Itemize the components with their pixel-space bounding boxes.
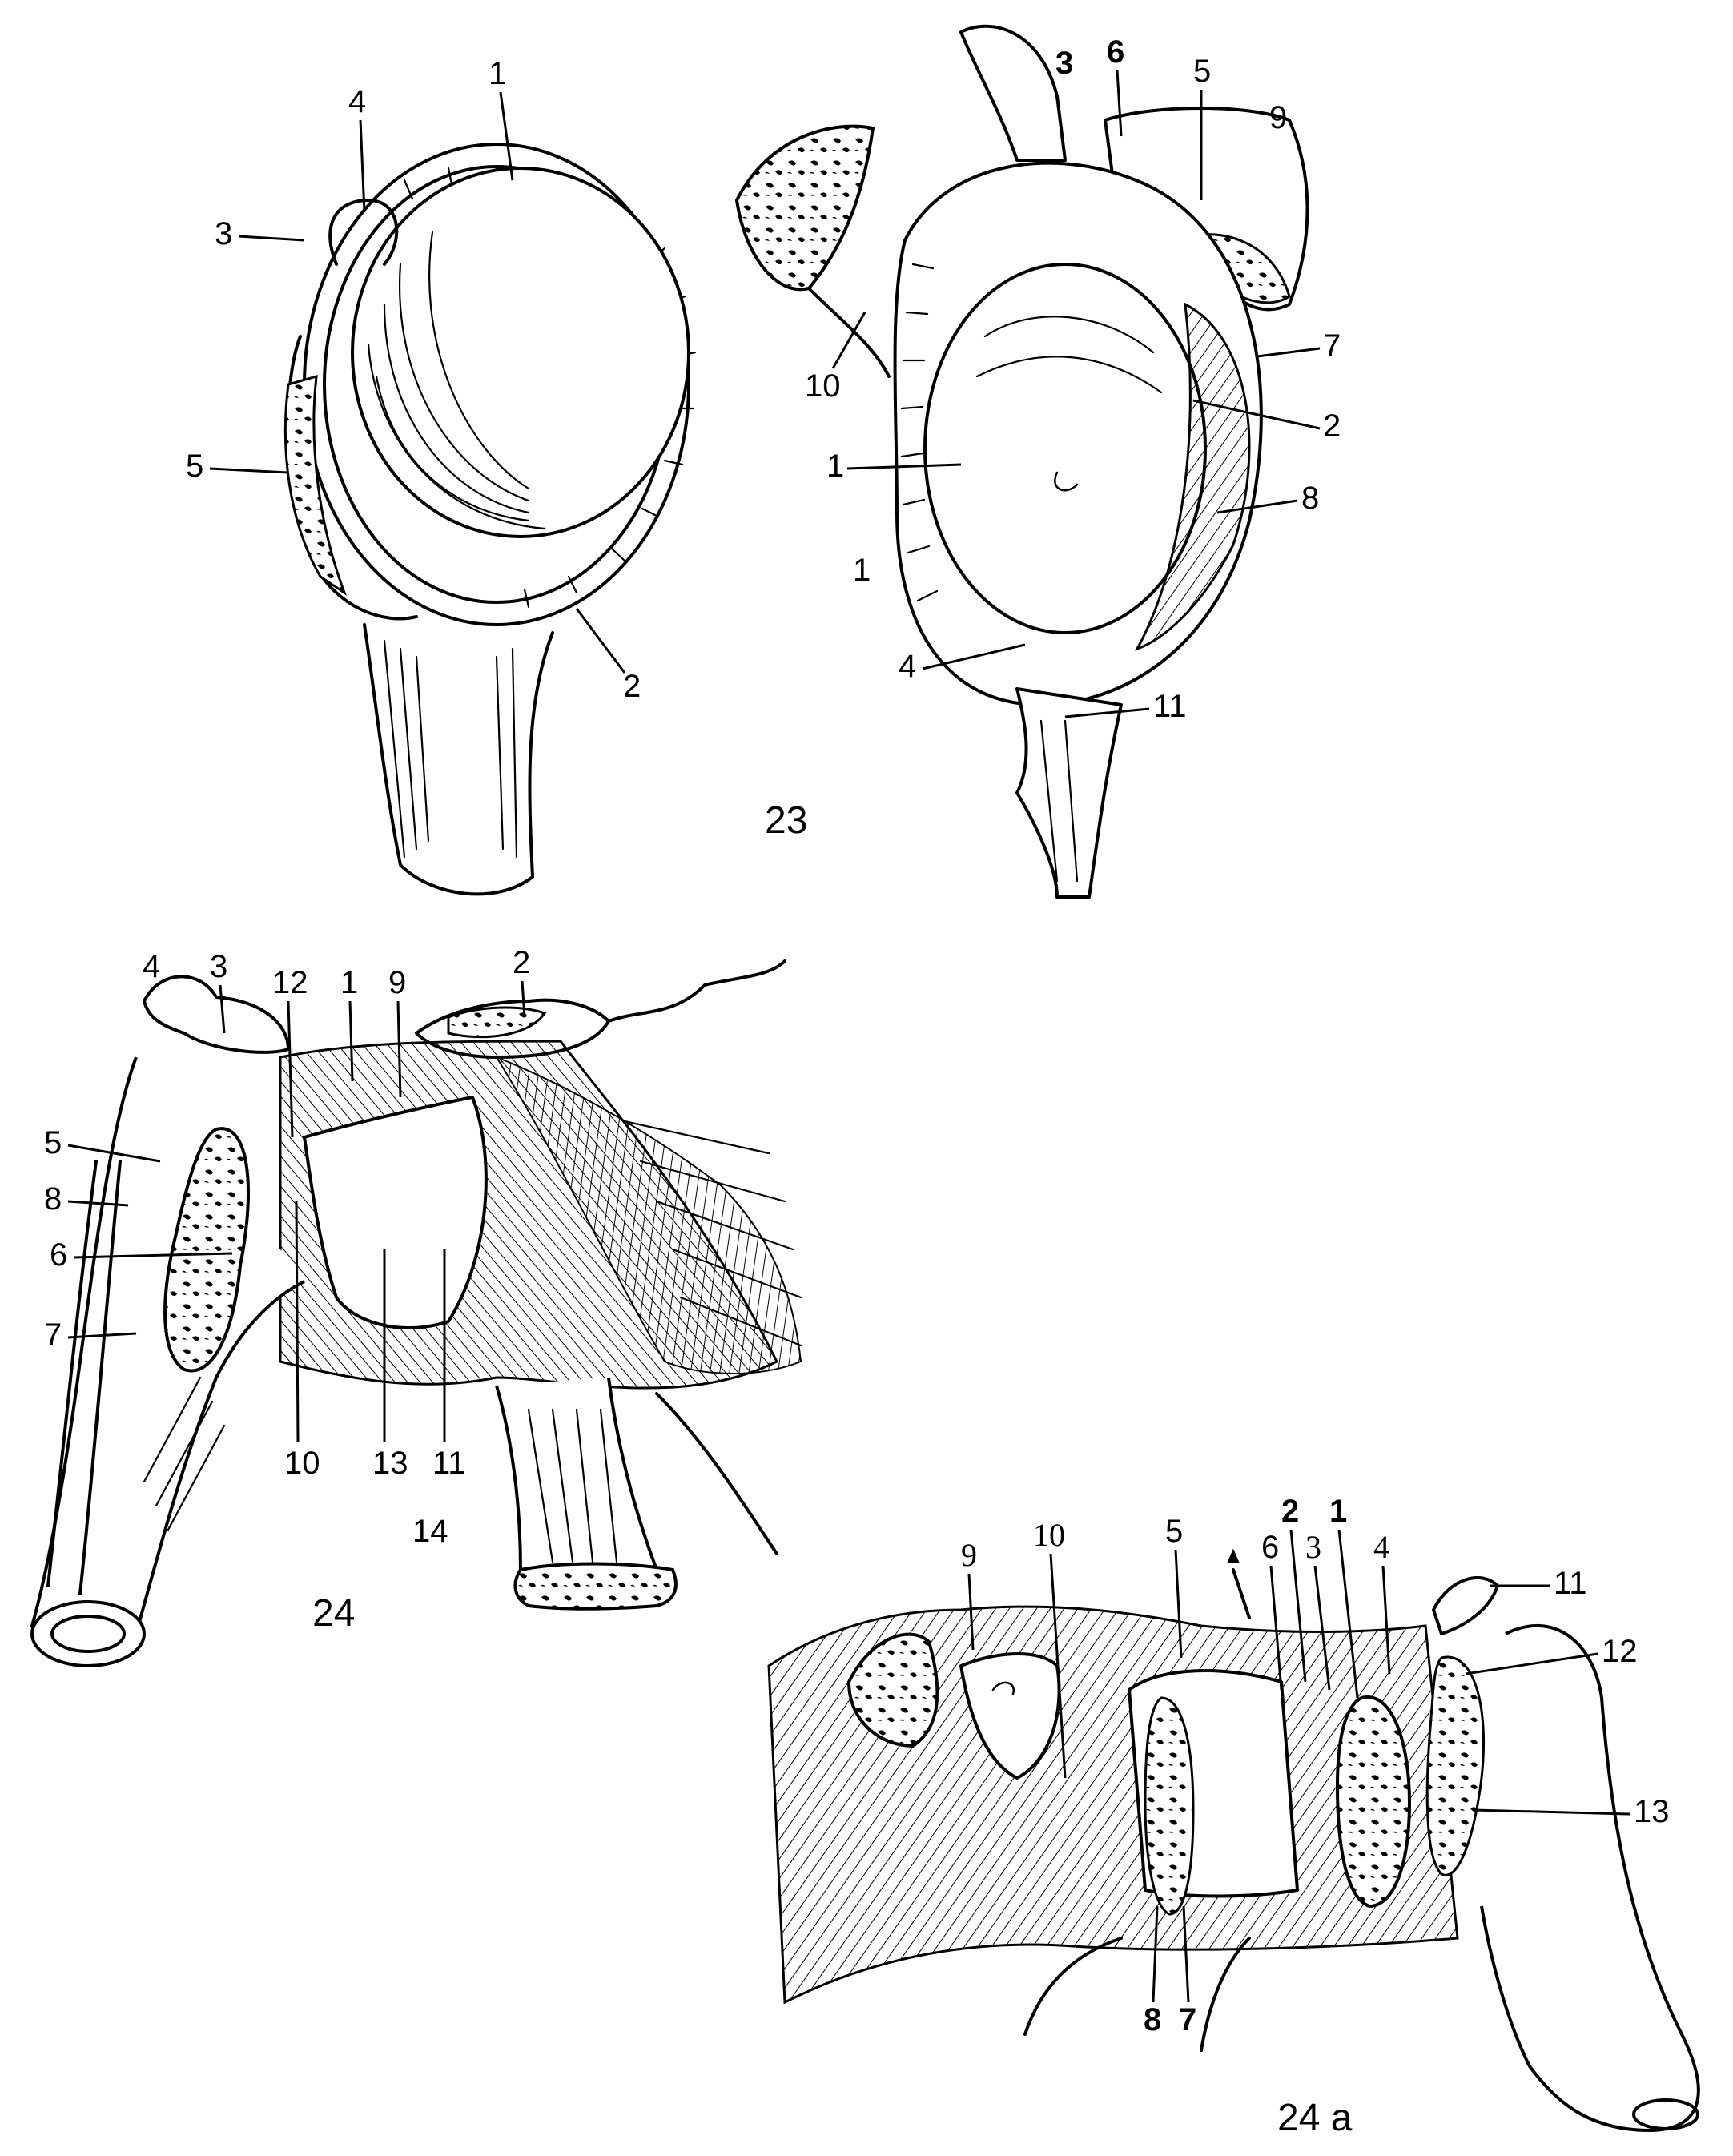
fig23-right-label-9: 9 xyxy=(1269,100,1287,135)
fig24-label-14: 14 xyxy=(412,1514,448,1549)
fig24a-label-10: 10 xyxy=(1033,1517,1065,1553)
fig24-caption: 24 xyxy=(312,1592,355,1635)
fig24-label-4: 4 xyxy=(143,949,160,984)
fig23-right-label-11: 11 xyxy=(1153,689,1187,724)
fig23-caption: 23 xyxy=(765,799,807,842)
fig24-shoulder-drawing xyxy=(30,959,802,1667)
fig24-labels: 4 3 12 1 9 2 5 8 6 7 10 13 11 14 xyxy=(44,945,530,1549)
fig24a-label-7: 7 xyxy=(1179,2002,1196,2037)
fig23-left-label-4: 4 xyxy=(348,84,366,119)
fig24a-label-6: 6 xyxy=(1261,1530,1279,1565)
fig23-glenoid-drawing xyxy=(734,24,1309,899)
fig23-right-label-8: 8 xyxy=(1301,481,1319,516)
fig24a-label-8: 8 xyxy=(1144,2002,1161,2037)
fig24a-label-3: 3 xyxy=(1305,1529,1321,1565)
fig23-left-label-1: 1 xyxy=(489,56,506,91)
fig24a-joint-drawing xyxy=(767,1548,1700,2132)
fig24-label-12: 12 xyxy=(272,965,308,1000)
fig23-left-label-5: 5 xyxy=(186,448,203,484)
fig24-label-7: 7 xyxy=(44,1317,62,1353)
fig24-label-6: 6 xyxy=(50,1237,67,1273)
fig23-left-label-2: 2 xyxy=(623,669,641,704)
fig23-right-label-5: 5 xyxy=(1193,54,1211,89)
fig24-label-1: 1 xyxy=(340,965,358,1000)
fig24-label-10: 10 xyxy=(284,1446,320,1481)
fig23-left-labels: 1 4 3 5 2 xyxy=(186,56,641,704)
fig23-right-label-3: 3 xyxy=(1055,46,1073,81)
fig24-label-2: 2 xyxy=(513,945,530,980)
fig23-side-mark: 1 xyxy=(853,553,871,588)
fig24a-label-5: 5 xyxy=(1165,1514,1183,1549)
fig24-label-13: 13 xyxy=(372,1446,408,1481)
fig24a-caption: 24 a xyxy=(1277,2097,1353,2139)
fig24a-label-12: 12 xyxy=(1602,1634,1638,1669)
fig23-right-label-2: 2 xyxy=(1323,408,1341,444)
fig23-left-label-3: 3 xyxy=(215,216,232,251)
fig24-label-11: 11 xyxy=(432,1446,466,1481)
fig23-right-label-1: 1 xyxy=(826,448,844,484)
fig23-right-label-10: 10 xyxy=(805,368,841,404)
fig24a-label-9: 9 xyxy=(961,1537,977,1573)
fig24a-label-13: 13 xyxy=(1634,1794,1670,1829)
fig24a-label-1: 1 xyxy=(1329,1494,1347,1529)
fig24-label-9: 9 xyxy=(388,965,406,1000)
fig24a-label-2: 2 xyxy=(1281,1494,1299,1529)
fig23-right-label-7: 7 xyxy=(1323,328,1341,364)
fig23-right-labels: 3 6 5 9 7 2 8 10 1 1 4 11 xyxy=(805,34,1341,724)
fig23-humerus-drawing xyxy=(283,143,697,896)
fig23-right-label-6: 6 xyxy=(1107,34,1124,70)
fig24a-label-11: 11 xyxy=(1554,1566,1587,1601)
fig24-label-8: 8 xyxy=(44,1181,62,1217)
fig23-right-label-4: 4 xyxy=(899,649,916,684)
fig24-label-3: 3 xyxy=(210,949,227,984)
fig24-label-5: 5 xyxy=(44,1125,62,1160)
fig24a-label-4: 4 xyxy=(1373,1529,1389,1565)
fig24a-labels: 9 10 5 2 1 6 3 4 11 12 13 8 7 xyxy=(961,1494,1670,2037)
